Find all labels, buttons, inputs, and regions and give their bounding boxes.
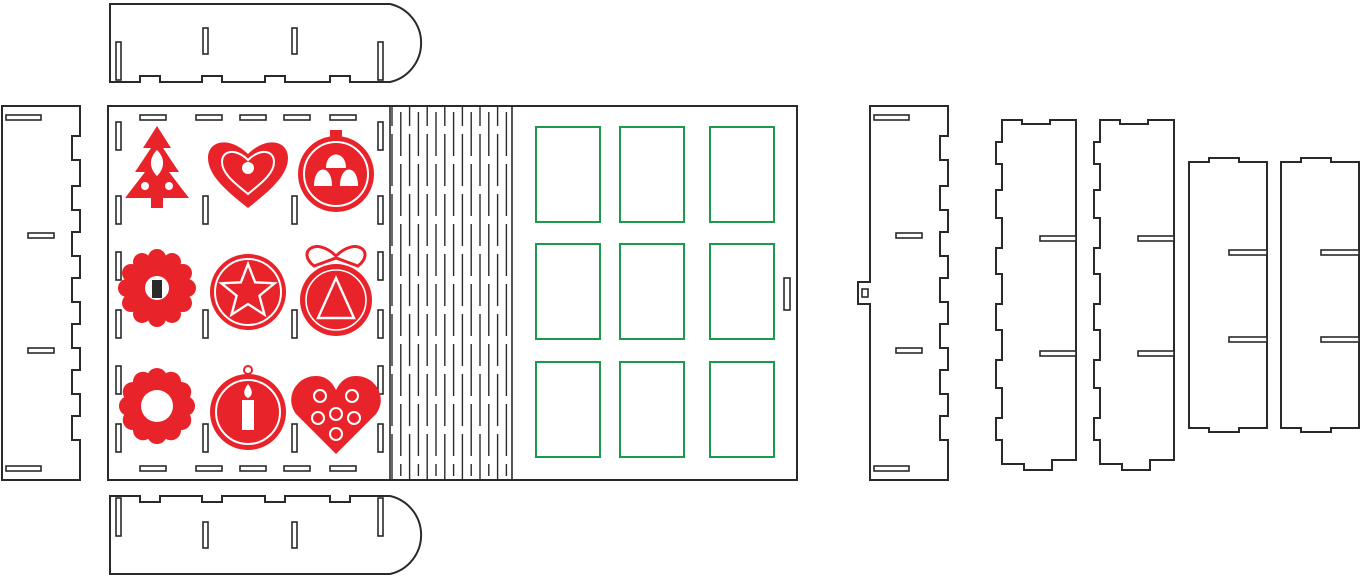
edge-slot <box>239 114 267 121</box>
photo-window <box>709 361 775 458</box>
column-slot <box>202 195 209 225</box>
edge-slot <box>139 465 167 472</box>
photo-window <box>535 243 601 340</box>
bottom-side-panel <box>109 495 423 575</box>
base-column-slots <box>115 121 384 453</box>
photo-window <box>535 126 601 223</box>
short-divider-right <box>1280 157 1360 433</box>
column-slot <box>115 195 122 225</box>
divider-panels <box>995 119 1360 471</box>
latch-slot <box>783 277 791 311</box>
main-base-panel <box>107 105 798 481</box>
column-slot <box>115 251 122 281</box>
tall-divider-right <box>1093 119 1175 471</box>
edge-slot <box>329 465 357 472</box>
edge-slot <box>195 114 223 121</box>
column-slot <box>377 251 384 281</box>
photo-window <box>709 126 775 223</box>
column-slot <box>377 195 384 225</box>
column-slot <box>377 365 384 395</box>
left-end-panel <box>1 105 81 481</box>
swirl-heart-icon <box>291 376 381 454</box>
right-end-panel <box>857 105 949 481</box>
edge-slot <box>283 465 311 472</box>
column-slot <box>115 365 122 395</box>
star-bauble-icon <box>210 254 286 330</box>
edge-slot <box>239 465 267 472</box>
photo-window <box>619 361 685 458</box>
column-slot <box>115 423 122 453</box>
column-slot <box>202 423 209 453</box>
window-grid <box>535 126 775 458</box>
photo-window <box>709 243 775 340</box>
living-hinge <box>389 106 513 480</box>
column-slot <box>115 309 122 339</box>
edge-slot <box>139 114 167 121</box>
photo-window <box>619 126 685 223</box>
photo-window <box>535 361 601 458</box>
base-top-slots <box>139 114 357 121</box>
snowflake-lantern-icon <box>118 249 196 327</box>
edge-slot <box>329 114 357 121</box>
base-bottom-slots <box>139 465 357 472</box>
snowflake-ring-icon <box>119 368 195 444</box>
column-slot <box>377 309 384 339</box>
column-slot <box>377 121 384 151</box>
bells-bauble-icon <box>298 130 374 212</box>
tall-divider-left <box>995 119 1077 471</box>
column-slot <box>115 121 122 151</box>
candle-bauble-icon <box>210 365 286 450</box>
edge-slot <box>195 465 223 472</box>
bow-tree-bauble-icon <box>300 245 372 336</box>
heart-ornament-icon <box>208 142 288 208</box>
top-side-panel <box>109 3 423 83</box>
column-slot <box>377 423 384 453</box>
latch-tab-hole <box>861 288 869 298</box>
short-divider-left <box>1188 157 1268 433</box>
edge-slot <box>283 114 311 121</box>
column-slot <box>202 309 209 339</box>
photo-window <box>619 243 685 340</box>
ornament-engravings <box>118 126 381 454</box>
christmas-tree-icon <box>125 126 189 208</box>
column-slot <box>291 423 298 453</box>
column-slot <box>291 195 298 225</box>
column-slot <box>291 309 298 339</box>
